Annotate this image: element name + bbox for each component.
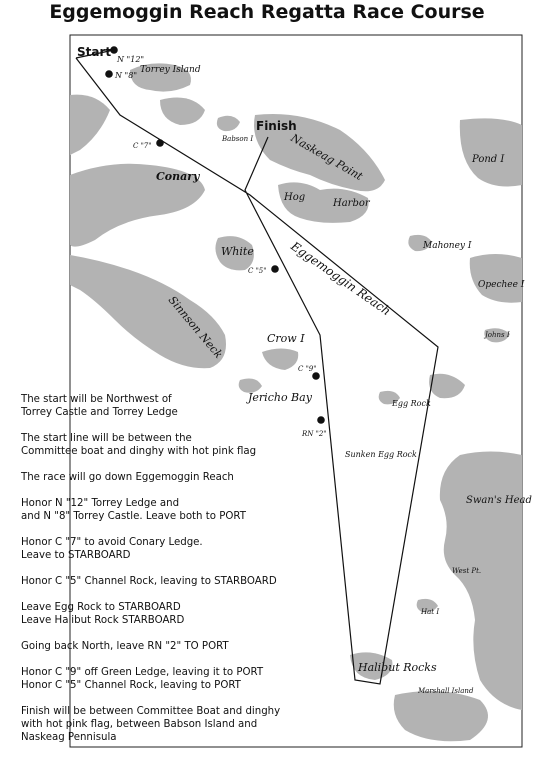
label-torrey-island: Torrey Island [140, 65, 201, 75]
label-c9: C "9" [298, 365, 316, 373]
label-hog: Hog [283, 192, 305, 203]
land-small-east [429, 373, 465, 399]
label-n8: N "8" [114, 71, 137, 80]
land-naskeag [254, 114, 385, 192]
label-jericho-bay: Jericho Bay [246, 391, 313, 404]
instruction-5: Honor C "7" to avoid Conary Ledge. Leave… [21, 537, 203, 561]
label-johns: Johns I [483, 331, 510, 339]
label-finish: Finish [256, 119, 297, 133]
label-mahoney: Mahoney I [422, 241, 472, 251]
instruction-2: The start line will be between the Commi… [21, 433, 257, 457]
mark-c7 [156, 139, 164, 147]
label-harbor: Harbor [332, 198, 371, 209]
label-rn2: RN "2" [301, 430, 327, 438]
land-babson [216, 115, 240, 132]
land-white [215, 236, 254, 271]
land-crow [262, 348, 299, 370]
mark-n12 [110, 46, 118, 54]
label-babson: Babson I [221, 135, 253, 143]
land-hog-harbor [278, 182, 369, 223]
instruction-3: The race will go down Eggemoggin Reach [21, 472, 234, 483]
land-opechee [469, 254, 522, 303]
label-conary: Conary [156, 170, 201, 183]
mark-n8 [105, 70, 113, 78]
course-marks [105, 46, 325, 424]
race-instructions: The start will be Northwest of Torrey Ca… [21, 393, 321, 757]
start-line [75, 49, 115, 59]
label-sunken-egg-rock: Sunken Egg Rock [345, 450, 417, 459]
label-hat: Hat I [420, 608, 439, 616]
label-egg-rock: Egg Rock [391, 399, 431, 408]
land-jericho-islet [238, 378, 262, 393]
label-start: Start [77, 45, 111, 59]
instruction-4: Honor N "12" Torrey Ledge and and N "8" … [21, 498, 246, 522]
land-mahoney [408, 234, 432, 252]
mark-c9 [312, 372, 320, 380]
land-swans-head [439, 451, 522, 710]
land-marshall [393, 691, 488, 742]
land-northwest-shore [70, 94, 110, 155]
land-conary [70, 163, 205, 247]
label-swans-head: Swan's Head [466, 495, 532, 506]
mark-c5 [271, 265, 279, 273]
land-north-island [160, 97, 205, 125]
land-masses [70, 63, 522, 742]
land-hat [416, 598, 438, 613]
map-title: Eggemoggin Reach Regatta Race Course [49, 1, 485, 23]
label-eggemoggin-reach: Eggemoggin Reach [287, 238, 393, 318]
land-egg-rock [378, 390, 400, 405]
instruction-6: Honor C "5" Channel Rock, leaving to STA… [21, 576, 277, 587]
instruction-1: The start will be Northwest of Torrey Ca… [21, 394, 178, 418]
label-marshall-island: Marshall Island [417, 687, 474, 695]
label-crow: Crow I [267, 332, 305, 345]
instruction-7: Leave Egg Rock to STARBOARD Leave Halibu… [21, 602, 185, 626]
label-c7: C "7" [133, 142, 151, 150]
land-pond [459, 118, 522, 187]
land-johns [484, 328, 510, 343]
label-n12: N "12" [116, 55, 144, 64]
mark-rn2 [317, 416, 325, 424]
label-white: White [221, 245, 254, 258]
instruction-10: Finish will be between Committee Boat an… [21, 706, 281, 743]
label-pond: Pond I [471, 154, 505, 165]
land-sinnson-neck [70, 255, 226, 369]
label-opechee: Opechee I [478, 280, 525, 290]
instruction-9: Honor C "9" off Green Ledge, leaving it … [21, 667, 264, 691]
label-west-pt: West Pt. [452, 567, 481, 575]
map-frame [69, 34, 523, 748]
label-c5: C "5" [248, 267, 266, 275]
land-torrey-island [130, 63, 191, 92]
label-halibut-rocks: Halibut Rocks [357, 661, 437, 674]
instruction-8: Going back North, leave RN "2" TO PORT [21, 641, 229, 652]
